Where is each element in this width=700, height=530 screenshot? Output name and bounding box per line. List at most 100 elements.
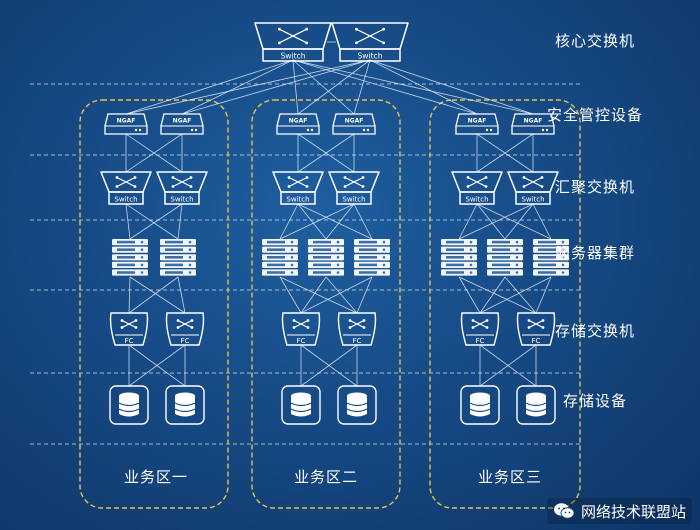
zone-2-agg-switch-1: Switch (272, 171, 324, 205)
watermark: 网络技术联盟站 (546, 498, 692, 524)
zone-3-server-2 (487, 239, 523, 276)
network-link (297, 203, 327, 240)
layer-label-storage-switch: 存储交换机 (554, 322, 635, 340)
zone-boundary (79, 99, 229, 509)
zone-1-server-2 (160, 239, 196, 276)
network-link (292, 59, 478, 115)
network-link (532, 203, 552, 240)
fc-label: FC (476, 337, 485, 345)
zone-1-storage-2 (165, 385, 205, 425)
network-link (479, 344, 537, 387)
network-link (476, 203, 506, 240)
zone-1-agg-switch-2: Switch (156, 171, 208, 205)
network-link (476, 133, 534, 173)
core-switch-2: Switch (331, 22, 409, 62)
zone-2-storage-1 (281, 385, 321, 425)
network-link (356, 276, 373, 314)
network-link (129, 276, 186, 314)
fc-label: FC (353, 337, 362, 345)
network-link (128, 276, 131, 314)
network-link (181, 59, 371, 115)
network-link (279, 276, 358, 314)
network-link (476, 203, 552, 240)
zone-label-1: 业务区一 (123, 468, 188, 486)
zone-3-server-3 (533, 239, 569, 276)
fc-label: FC (297, 337, 306, 345)
network-link (535, 276, 552, 314)
network-link (300, 276, 373, 314)
network-link (125, 59, 294, 115)
zone-3-storage-2 (516, 385, 556, 425)
network-link (125, 59, 371, 115)
switch-label: Switch (286, 196, 309, 204)
network-link (504, 276, 537, 314)
ngaf-label: NGAF (173, 118, 192, 125)
network-link (125, 133, 183, 173)
zone-2-ngaf-1: NGAF (276, 113, 320, 135)
network-link (297, 59, 371, 115)
zone-3-agg-switch-2: Switch (507, 171, 559, 205)
wechat-icon (553, 503, 575, 519)
network-link (369, 59, 534, 115)
network-link (292, 59, 534, 115)
network-link (353, 59, 371, 115)
network-link (279, 276, 302, 314)
zone-2-agg-switch-2: Switch (328, 171, 380, 205)
zone-label-3: 业务区三 (477, 468, 542, 486)
network-link (353, 203, 373, 240)
network-link (177, 203, 183, 240)
network-link (504, 203, 534, 240)
layer-label-core-switch: 核心交换机 (554, 32, 635, 50)
network-link (125, 203, 179, 240)
zone-2-fc-switch-1: FC (281, 312, 321, 346)
zone-1-fc-switch-2: FC (165, 312, 205, 346)
layer-label-storage: 存储设备 (562, 392, 627, 410)
zone-3-fc-switch-1: FC (460, 312, 500, 346)
network-link (181, 59, 294, 115)
zone-3-fc-switch-2: FC (516, 312, 556, 346)
network-link (125, 203, 131, 240)
fc-label: FC (532, 337, 541, 345)
network-link (279, 203, 299, 240)
zone-1-fc-switch-1: FC (109, 312, 149, 346)
zone-2-server-2 (308, 239, 344, 276)
zone-1-ngaf-2: NGAF (160, 113, 204, 135)
switch-label: Switch (465, 196, 488, 204)
switch-label: Switch (170, 196, 193, 204)
switch-label: Switch (114, 196, 137, 204)
network-link (292, 59, 299, 115)
network-link (479, 276, 552, 314)
switch-label: Switch (342, 196, 365, 204)
layer-label-server-cluster: 服务器集群 (554, 244, 635, 262)
zone-boundary (251, 99, 401, 509)
zone-3-agg-switch-1: Switch (451, 171, 503, 205)
network-link (128, 344, 186, 387)
layer-label-aggregation: 汇聚交换机 (554, 178, 635, 196)
zone-2-fc-switch-2: FC (337, 312, 377, 346)
switch-label: Switch (280, 52, 305, 61)
zone-1-server-1 (112, 239, 148, 276)
zone-label-2: 业务区二 (293, 468, 358, 486)
network-link (300, 276, 327, 314)
network-link (300, 344, 358, 387)
network-link (458, 276, 537, 314)
fc-label: FC (181, 337, 190, 345)
zone-2-server-3 (354, 239, 390, 276)
network-link (292, 59, 355, 115)
zone-3-ngaf-1: NGAF (455, 113, 499, 135)
network-link (297, 133, 355, 173)
network-link (177, 276, 186, 314)
network-link (479, 276, 506, 314)
zone-2-ngaf-2: NGAF (332, 113, 376, 135)
network-link (458, 203, 534, 240)
network-link (369, 59, 478, 115)
network-link (458, 203, 478, 240)
network-link (458, 276, 481, 314)
switch-label: Switch (357, 52, 382, 61)
fc-label: FC (125, 337, 134, 345)
zone-3-ngaf-2: NGAF (511, 113, 555, 135)
zone-1-ngaf-1: NGAF (104, 113, 148, 135)
zone-2-storage-2 (337, 385, 377, 425)
